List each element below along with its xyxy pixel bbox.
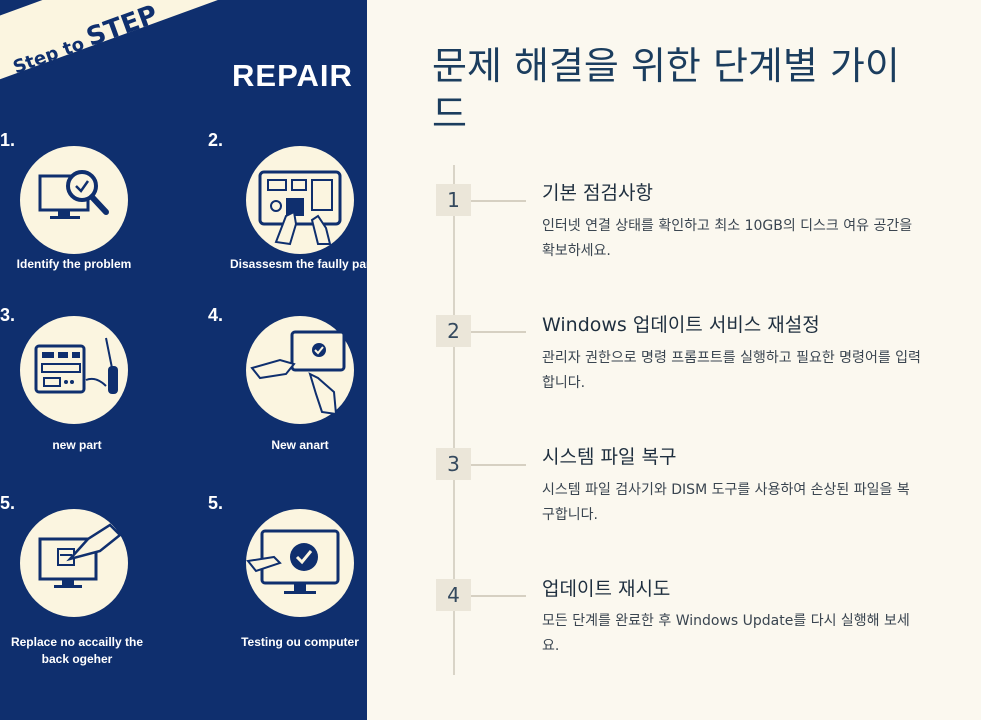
step-connector [471, 464, 526, 466]
step-caption: New anart [271, 438, 329, 452]
step-description: 관리자 권한으로 명령 프롬프트를 실행하고 필요한 명령어를 입력합니다. [542, 350, 921, 391]
step-number-badge: 4 [436, 579, 471, 611]
step-number: 5. [208, 493, 224, 513]
step-number: 3. [0, 305, 16, 325]
hands-tablet-icon [250, 330, 346, 416]
hands-circuit-board-icon [258, 170, 342, 246]
step-number-badge: 3 [436, 448, 471, 480]
step-description: 시스템 파일 검사기와 DISM 도구를 사용하여 손상된 파일을 복구합니다. [542, 482, 910, 523]
step-title: 시스템 파일 복구 [542, 446, 677, 468]
step-number-badge: 2 [436, 315, 471, 347]
step-description: 인터넷 연결 상태를 확인하고 최소 10GB의 디스크 여유 공간을 확보하세… [542, 218, 913, 259]
step-icon-circle [20, 509, 128, 617]
step-title: 업데이트 재시도 [542, 578, 671, 600]
step-caption: Identify the problem [16, 257, 132, 271]
step-description: 모든 단계를 완료한 후 Windows Update를 다시 실행해 보세요. [542, 613, 910, 654]
step-number: 1. [0, 130, 16, 150]
timeline-line [453, 165, 455, 675]
step-title: Windows 업데이트 서비스 재설정 [542, 314, 820, 336]
step-caption: Testing ou computer [241, 635, 359, 649]
step-number-badge: 1 [436, 184, 471, 216]
page-title: 문제 해결을 위한 단계별 가이드 [432, 44, 900, 136]
step-title: 기본 점검사항 [542, 182, 653, 204]
step-icon-circle [20, 146, 128, 254]
step-icon-circle [20, 316, 128, 424]
step-connector [471, 331, 526, 333]
repair-infographic: Step to STEP REPAIR 1. Identify the prob… [0, 0, 367, 720]
step-icon-circle [246, 316, 354, 424]
step-icon-circle [246, 146, 354, 254]
monitor-checkmark-icon [246, 529, 340, 594]
step-icon-circle [246, 509, 354, 617]
step-number: 2. [208, 130, 224, 150]
step-caption: new part [52, 438, 102, 452]
step-caption: Replace no accailly the back ogeher [10, 635, 144, 666]
magnifier-monitor-icon [38, 170, 109, 219]
step-number: 5. [0, 493, 16, 513]
step-connector [471, 595, 526, 597]
step-caption: Disassesm the faully part [230, 257, 367, 271]
hand-monitor-icon [38, 523, 122, 588]
step-connector [471, 200, 526, 202]
circuit-screwdriver-icon [34, 337, 118, 394]
step-number: 4. [208, 305, 224, 325]
repair-heading: REPAIR [232, 58, 353, 93]
